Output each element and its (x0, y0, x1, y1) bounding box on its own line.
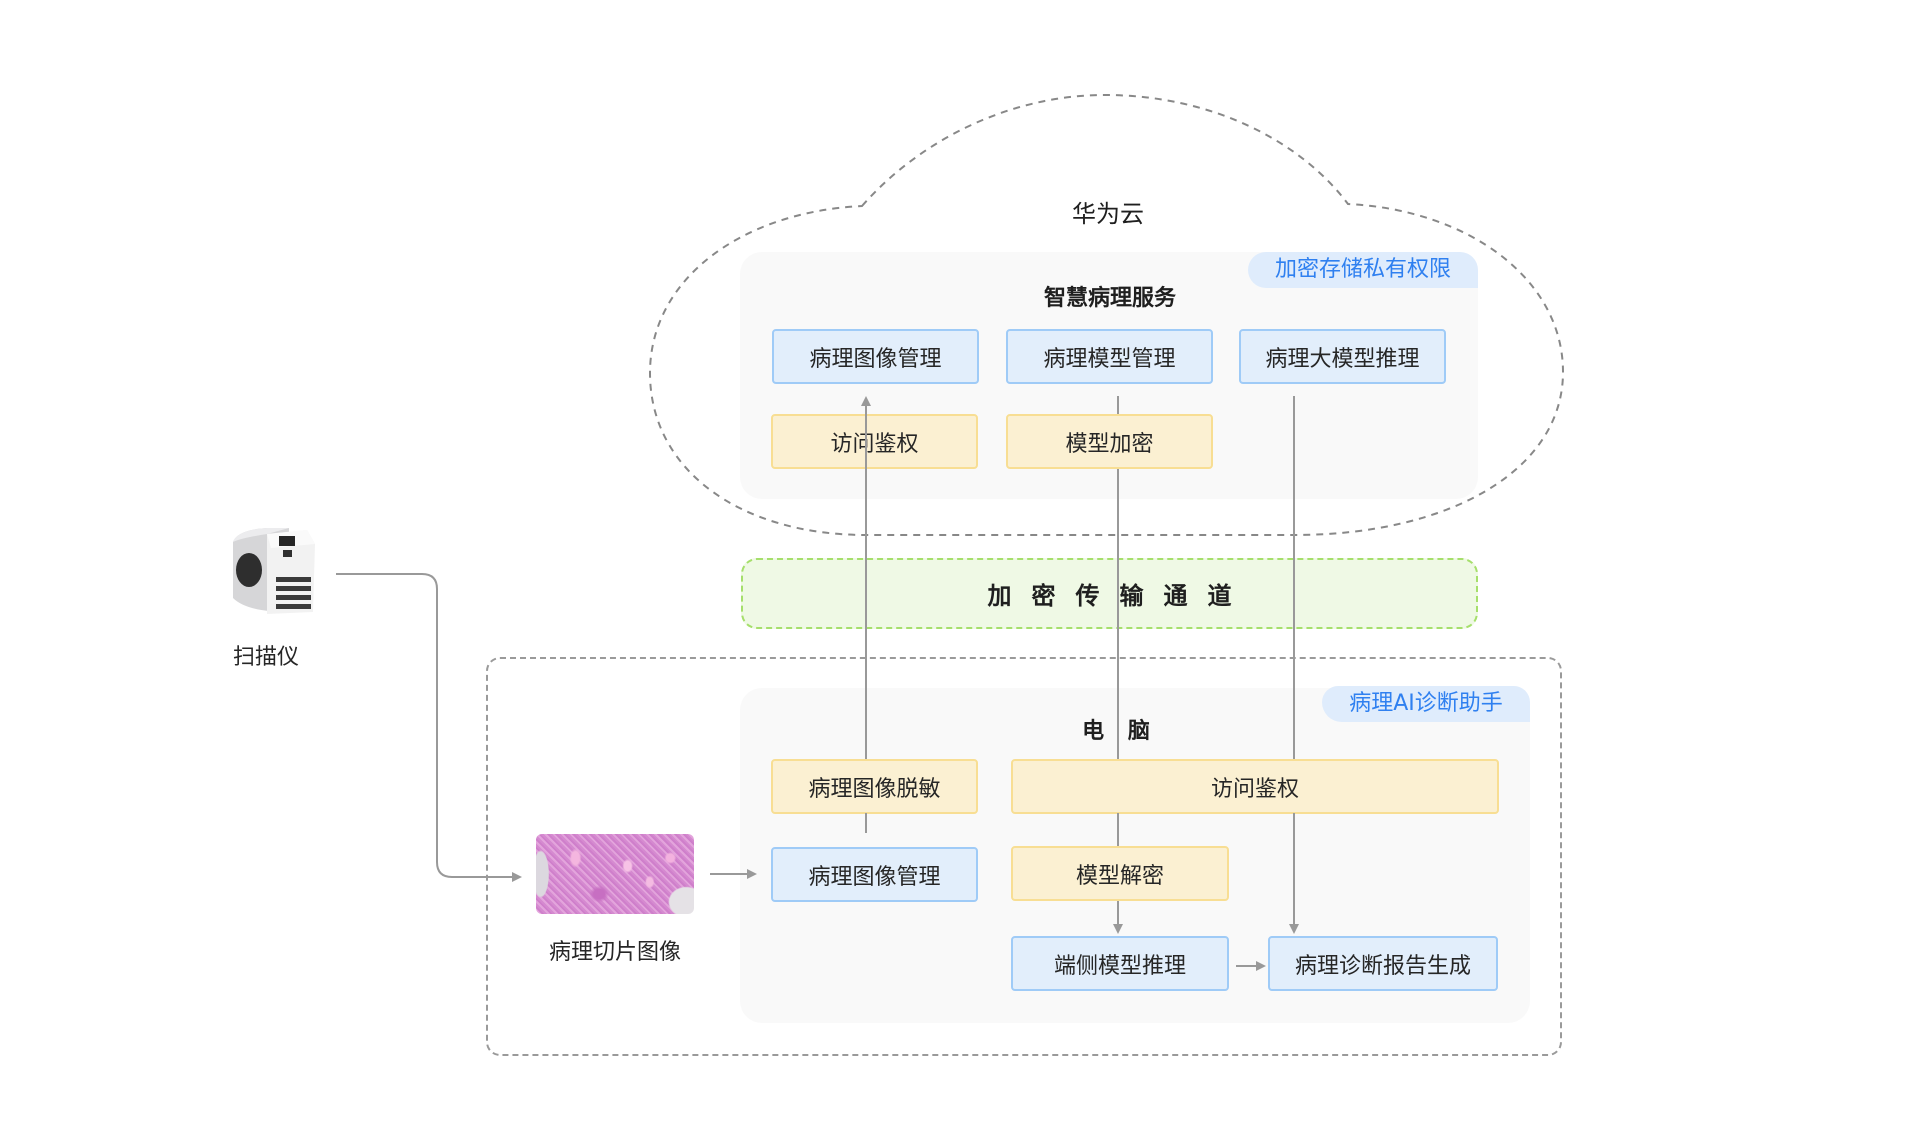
cloud-large-model-inference-box[interactable]: 病理大模型推理 (1239, 329, 1446, 384)
local-image-management-box[interactable]: 病理图像管理 (771, 847, 978, 902)
computer-title: 电 脑 (1082, 719, 1158, 744)
encrypted-channel: 加密传输通道 (741, 558, 1478, 629)
scanner-label: 扫描仪 (232, 645, 299, 670)
service-panel-title: 智慧病理服务 (1043, 286, 1176, 311)
local-access-auth-box[interactable]: 访问鉴权 (1011, 759, 1499, 814)
cloud-model-management-box[interactable]: 病理模型管理 (1006, 329, 1213, 384)
cloud-model-encryption-box[interactable]: 模型加密 (1006, 414, 1213, 469)
tissue-slide-label: 病理切片图像 (548, 940, 681, 965)
model-decrypt-box[interactable]: 模型解密 (1011, 846, 1229, 901)
tissue-slide-image[interactable] (536, 834, 694, 914)
diagnosis-report-box[interactable]: 病理诊断报告生成 (1268, 936, 1498, 991)
scanner-device-icon (227, 524, 317, 618)
edge-model-inference-box[interactable]: 端侧模型推理 (1011, 936, 1229, 991)
image-deidentify-box[interactable]: 病理图像脱敏 (771, 759, 978, 814)
encrypted-storage-tag: 加密存储私有权限 (1248, 252, 1478, 288)
cloud-outline (648, 93, 1565, 536)
cloud-image-management-box[interactable]: 病理图像管理 (772, 329, 979, 384)
ai-assistant-tag: 病理AI诊断助手 (1322, 686, 1530, 722)
encrypted-channel-label: 加密传输通道 (987, 582, 1252, 610)
cloud-access-auth-box[interactable]: 访问鉴权 (771, 414, 978, 469)
cloud-title: 华为云 (1072, 200, 1144, 228)
